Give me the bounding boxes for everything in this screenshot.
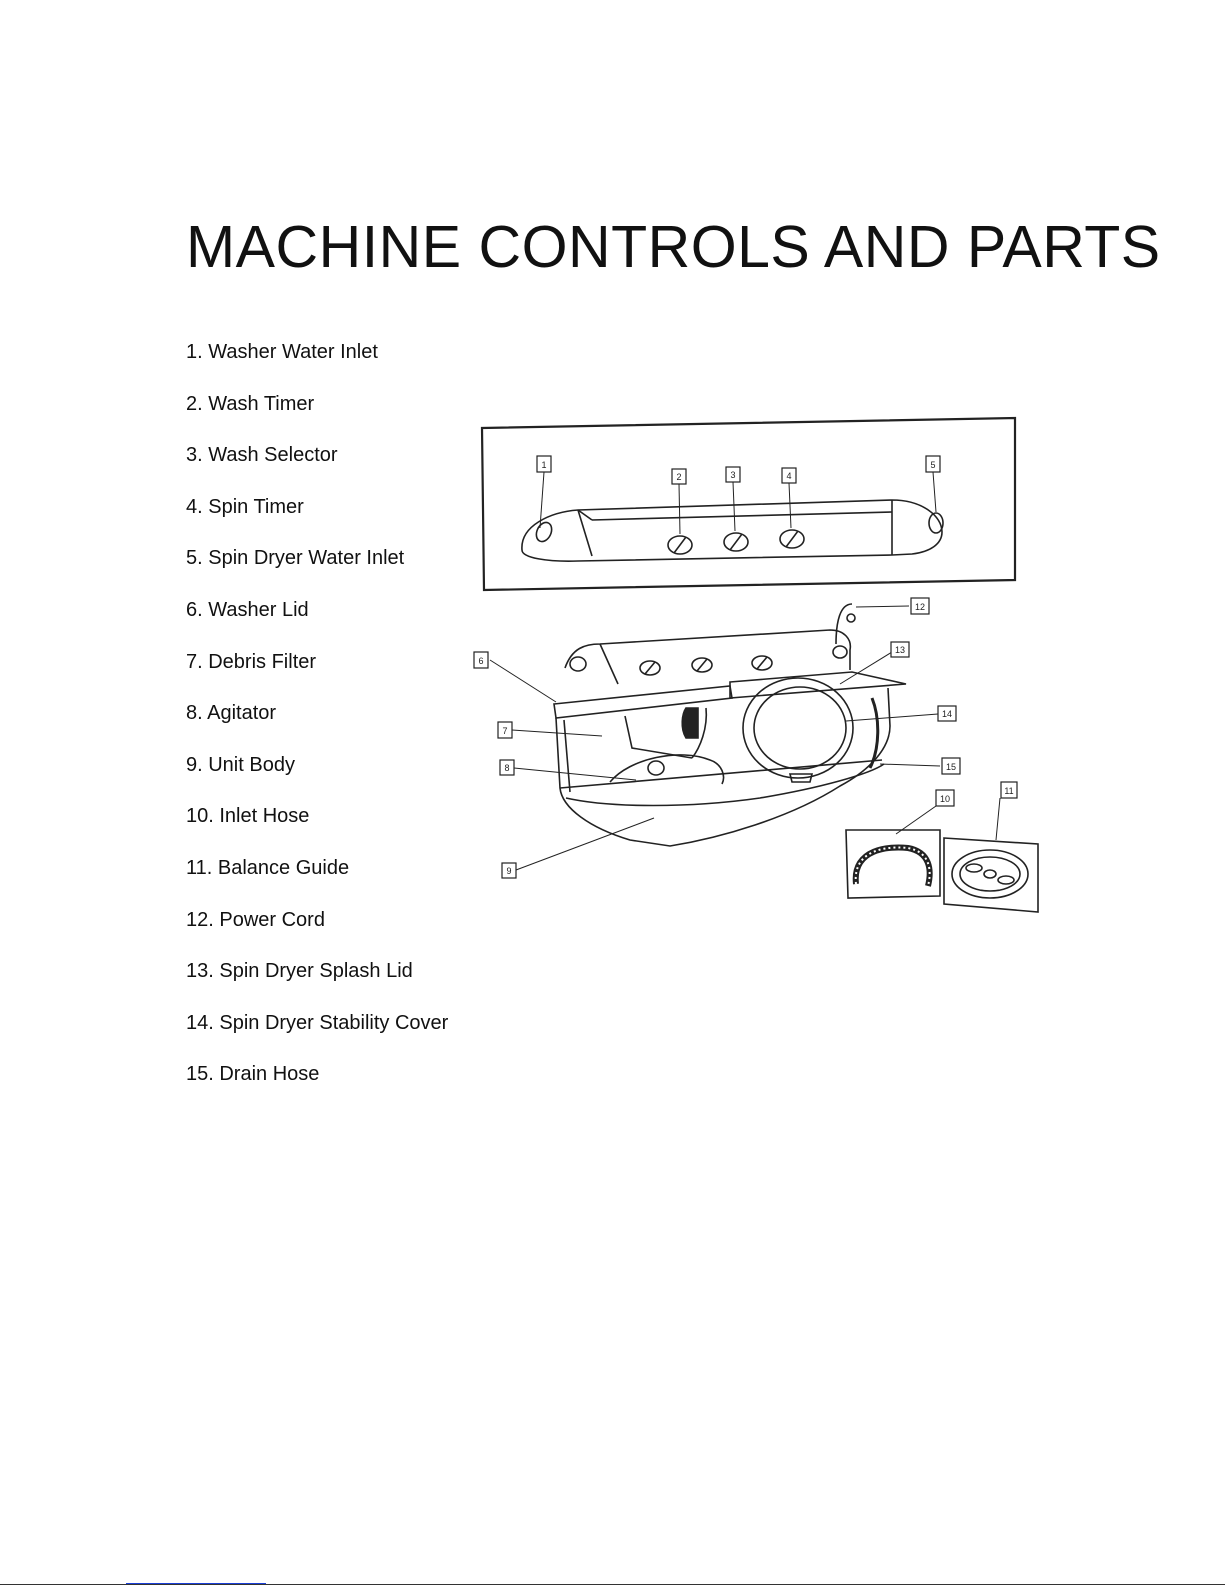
balance-guide-illustration: [943, 837, 1039, 913]
parts-list: 1. Washer Water Inlet 2. Wash Timer 3. W…: [186, 338, 448, 1112]
callout-14: 14: [937, 705, 957, 722]
part-item: 7. Debris Filter: [186, 650, 317, 673]
callout-3: 3: [725, 466, 741, 483]
callout-7: 7: [497, 721, 513, 739]
spin-timer-knob: [779, 529, 805, 549]
part-item: 8. Agitator: [186, 702, 277, 725]
svg-text:2: 2: [676, 472, 681, 482]
part-item: 2. Wash Timer: [186, 392, 315, 415]
wash-timer-knob: [667, 535, 693, 555]
callout-8: 8: [499, 759, 515, 776]
svg-text:8: 8: [504, 763, 509, 773]
svg-text:1: 1: [541, 460, 546, 470]
svg-text:6: 6: [478, 656, 483, 666]
callout-1: 1: [536, 455, 552, 473]
part-item: 12. Power Cord: [186, 908, 325, 931]
inlet-hose-illustration: [845, 829, 941, 899]
part-item: 13. Spin Dryer Splash Lid: [186, 960, 413, 983]
part-item: 3. Wash Selector: [186, 444, 338, 467]
callout-5: 5: [925, 455, 941, 473]
callout-boxes: 1 2 3 4 5 6 7 8 9 10 11 12 13 14 15: [473, 455, 1018, 879]
svg-text:12: 12: [915, 602, 925, 612]
part-item: 11. Balance Guide: [186, 856, 350, 879]
callout-4: 4: [781, 467, 797, 484]
machine-illustration: [489, 603, 1001, 871]
control-panel-illustration: [480, 416, 1017, 592]
machine-diagram: 1 2 3 4 5 6 7 8 9 10 11 12 13 14 15: [460, 408, 1060, 928]
callout-12: 12: [910, 597, 930, 615]
svg-text:14: 14: [942, 709, 952, 719]
svg-text:3: 3: [730, 470, 735, 480]
svg-text:7: 7: [502, 726, 507, 736]
callout-15: 15: [941, 757, 961, 775]
callout-10: 10: [935, 789, 955, 807]
part-item: 10. Inlet Hose: [186, 805, 310, 828]
callout-2: 2: [671, 468, 687, 485]
part-item: 4. Spin Timer: [186, 495, 304, 518]
callout-9: 9: [501, 862, 517, 879]
svg-text:5: 5: [930, 460, 935, 470]
page-title: MACHINE CONTROLS AND PARTS: [186, 214, 1161, 280]
part-item: 9. Unit Body: [186, 753, 295, 776]
svg-text:15: 15: [946, 762, 956, 772]
part-item: 15. Drain Hose: [186, 1063, 320, 1086]
svg-text:4: 4: [786, 471, 791, 481]
part-item: 14. Spin Dryer Stability Cover: [186, 1011, 449, 1034]
footer-link-underline: [126, 1583, 266, 1584]
part-item: 5. Spin Dryer Water Inlet: [186, 547, 405, 570]
part-item: 1. Washer Water Inlet: [186, 341, 378, 363]
callout-11: 11: [1000, 781, 1018, 799]
svg-text:13: 13: [895, 645, 905, 655]
part-item: 6. Washer Lid: [186, 598, 309, 621]
svg-text:9: 9: [506, 866, 511, 876]
callout-13: 13: [890, 641, 910, 658]
wash-selector-knob: [723, 532, 749, 552]
svg-text:11: 11: [1004, 786, 1013, 796]
svg-text:10: 10: [940, 794, 950, 804]
callout-6: 6: [473, 651, 489, 669]
